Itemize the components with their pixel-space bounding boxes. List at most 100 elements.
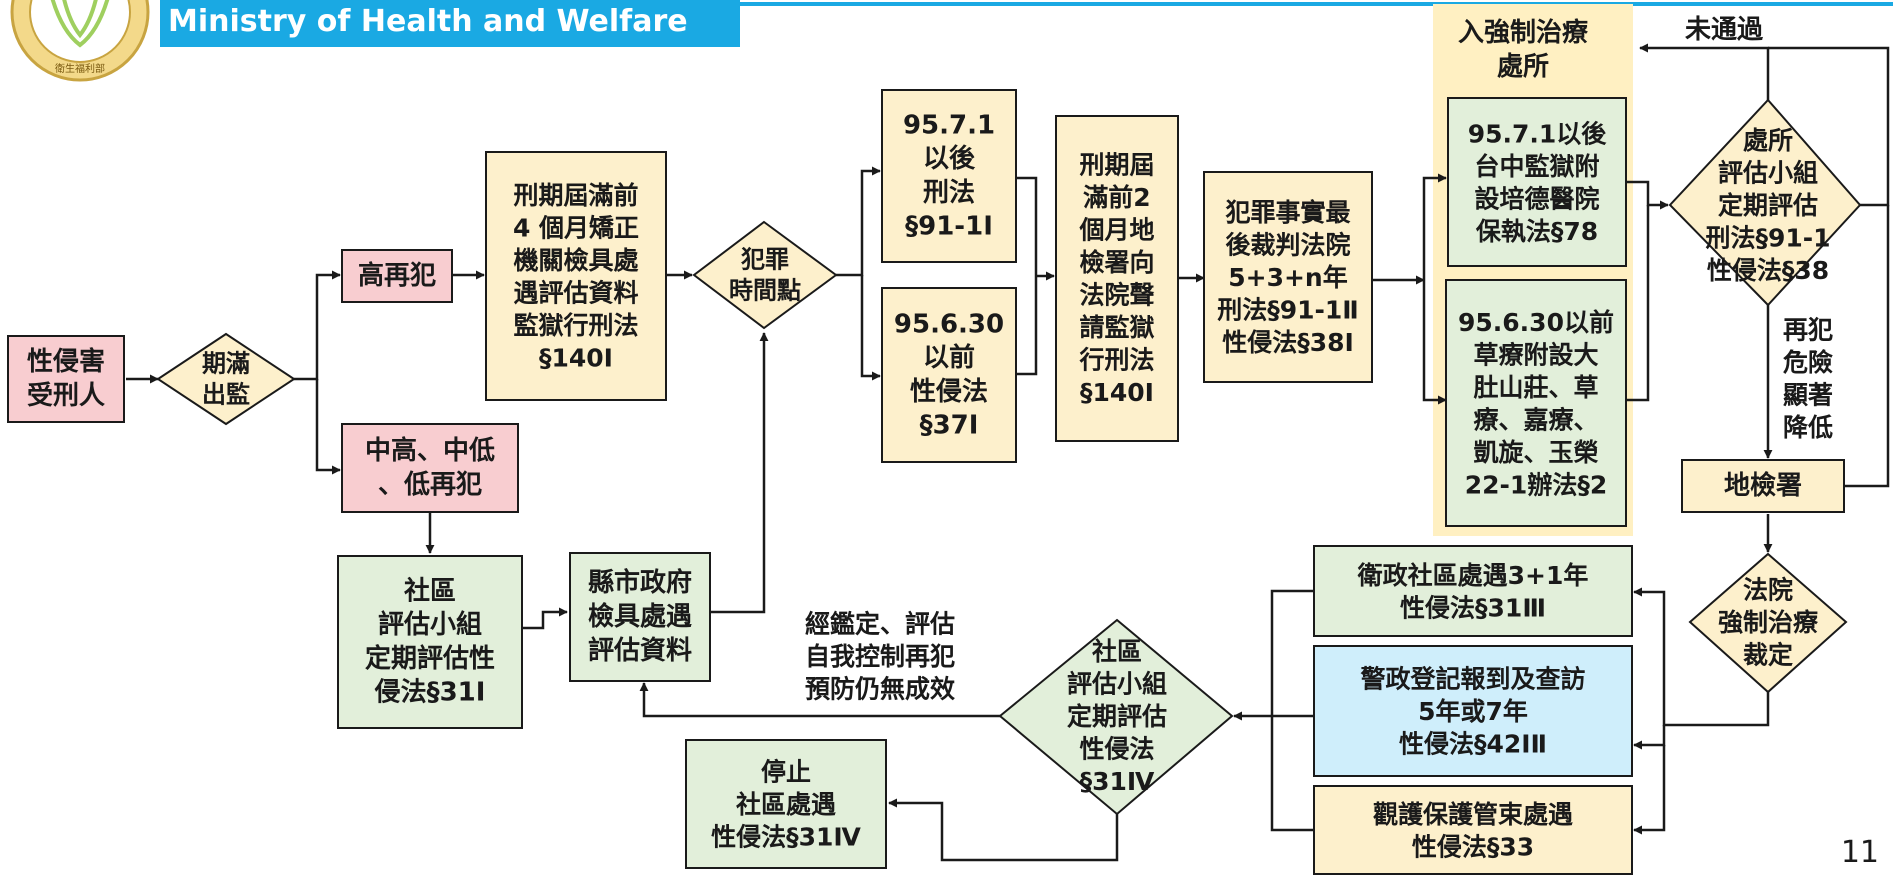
prison-assess-line: 遇評估資料 — [513, 278, 638, 307]
risk-reduced-line: 降低 — [1783, 412, 1833, 441]
svg-text:觀護保護管束處遇性侵法§33: 觀護保護管束處遇性侵法§33 — [1373, 799, 1573, 861]
facility-panel-line: 評估小組 — [1718, 158, 1818, 187]
after-951-line: §91-1Ⅰ — [905, 212, 993, 242]
node-release-decision: 期滿出監 — [156, 332, 296, 426]
prosecutor-petition-line: 滿前2 — [1083, 182, 1150, 211]
facility-title-line: 入強制治療 — [1458, 18, 1589, 48]
ineffective-note-line: 經鑑定、評估 — [805, 609, 955, 638]
header-band — [160, 0, 740, 47]
node-crime-time-decision: 犯罪時間點 — [692, 220, 838, 330]
svg-text:社區評估小組定期評估性侵法§31Ⅰ: 社區評估小組定期評估性侵法§31Ⅰ — [365, 575, 495, 707]
prosecutor-petition-line: §140Ⅰ — [1080, 377, 1154, 406]
taichung-line: 設培德醫院 — [1474, 184, 1599, 213]
health-community-line: 性侵法§31Ⅲ — [1400, 593, 1546, 622]
facility-title-line: 處所 — [1497, 52, 1549, 82]
police-register-line: 性侵法§42ⅠⅡ — [1399, 729, 1547, 758]
prison-assess-line: §140Ⅰ — [539, 343, 613, 372]
community-panel-b-line: 性侵法 — [1079, 734, 1154, 763]
page-number: 11 — [1840, 835, 1879, 870]
caoliao-line: 草療附設大 — [1473, 340, 1598, 369]
svg-text:地檢署: 地檢署 — [1724, 470, 1802, 501]
community-panel-a-line: 社區 — [404, 575, 456, 606]
node-community-panel-b-decision: 社區評估小組定期評估性侵法§31Ⅳ — [998, 618, 1234, 816]
node-facility-title: 入強制治療處所 — [1458, 18, 1589, 82]
prosecutor-petition-line: 請監獄 — [1079, 312, 1154, 341]
final-court-line: 5+3+n年 — [1228, 263, 1347, 292]
stop-community-line: 社區處遇 — [736, 790, 836, 819]
node-taichung: 95.7.1以後台中監獄附設培德醫院保執法§78 — [1447, 97, 1627, 267]
label-ineffective: 經鑑定、評估自我控制再犯預防仍無成效 — [805, 609, 955, 703]
prison-assess-line: 監獄行刑法 — [513, 310, 638, 339]
risk-reduced-line: 顯著 — [1783, 380, 1833, 409]
caoliao-line: 療、嘉療、 — [1473, 405, 1598, 434]
taichung-line: 台中監獄附 — [1474, 151, 1599, 180]
prosecutor-petition-line: 檢署向 — [1079, 247, 1154, 276]
node-high-risk: 高再犯 — [341, 249, 453, 303]
node-district-prosecutor: 地檢署 — [1681, 459, 1845, 513]
final-court-line: 性侵法§38Ⅰ — [1222, 328, 1354, 357]
node-mid-low-risk: 中高、中低、低再犯 — [341, 423, 519, 513]
node-stop-community: 停止社區處遇性侵法§31Ⅳ — [685, 739, 887, 869]
label-not-passed: 未通過 — [1685, 15, 1764, 45]
prosecutor-petition-line: 個月地 — [1078, 215, 1154, 244]
svg-text:未通過: 未通過 — [1685, 15, 1764, 45]
node-offender: 性侵害受刑人 — [7, 335, 125, 423]
release-line: 期滿 — [202, 349, 250, 377]
svg-text:性侵害受刑人: 性侵害受刑人 — [27, 346, 105, 411]
prison-assess-line: 機關檢具處 — [513, 245, 638, 274]
prison-assess-line: 4 個月矯正 — [513, 213, 639, 242]
node-probation: 觀護保護管束處遇性侵法§33 — [1313, 785, 1633, 875]
edges — [126, 43, 1890, 862]
facility-panel-line: 性侵法§38 — [1707, 256, 1829, 285]
facility-panel-line: 刑法§91-1 — [1705, 223, 1830, 252]
ineffective-note-line: 自我控制再犯 — [805, 642, 955, 671]
svg-text:法院強制治療裁定: 法院強制治療裁定 — [1718, 575, 1818, 669]
police-register-line: 警政登記報到及查訪 — [1359, 664, 1585, 693]
svg-text:再犯危險顯著降低: 再犯危險顯著降低 — [1783, 315, 1833, 442]
release-line: 出監 — [202, 381, 250, 409]
after-951-line: 95.7.1 — [903, 110, 995, 140]
ministry-logo: 衛生福利部 — [10, 0, 150, 82]
svg-text:入強制治療處所: 入強制治療處所 — [1458, 18, 1589, 82]
community-panel-a-line: 定期評估性 — [365, 643, 495, 674]
svg-text:95.7.1以後台中監獄附設培德醫院保執法§78: 95.7.1以後台中監獄附設培德醫院保執法§78 — [1468, 119, 1608, 246]
high-risk-line: 高再犯 — [358, 260, 436, 291]
taichung-line: 保執法§78 — [1475, 216, 1598, 245]
probation-line: 觀護保護管束處遇 — [1373, 799, 1573, 828]
caoliao-line: 22-1辦法§2 — [1465, 470, 1607, 499]
county-gov-line: 縣市政府 — [588, 567, 692, 598]
crime-time-line: 時間點 — [729, 277, 801, 305]
node-court-ruling-decision: 法院強制治療裁定 — [1688, 552, 1848, 694]
police-register-line: 5年或7年 — [1418, 697, 1528, 726]
svg-text:經鑑定、評估自我控制再犯預防仍無成效: 經鑑定、評估自我控制再犯預防仍無成效 — [805, 609, 955, 703]
svg-text:中高、中低、低再犯: 中高、中低、低再犯 — [365, 435, 495, 500]
county-gov-line: 評估資料 — [588, 635, 692, 666]
caoliao-line: 肚山莊、草 — [1473, 372, 1598, 401]
final-court-line: 後裁判法院 — [1225, 230, 1350, 259]
svg-text:期滿出監: 期滿出監 — [202, 349, 250, 408]
after-951-line: 以後 — [923, 143, 976, 174]
court-ruling-line: 裁定 — [1743, 640, 1793, 669]
stop-community-line: 停止 — [761, 757, 811, 786]
crime-time-line: 犯罪 — [740, 245, 789, 273]
probation-line: 性侵法§33 — [1412, 832, 1534, 861]
final-court-line: 犯罪事實最 — [1224, 198, 1351, 227]
community-panel-b-line: 評估小組 — [1067, 669, 1167, 698]
label-risk-reduced: 再犯危險顯著降低 — [1783, 315, 1833, 442]
community-panel-b-line: §31Ⅳ — [1080, 767, 1155, 796]
logo-text: 衛生福利部 — [55, 62, 105, 75]
offender-line: 受刑人 — [27, 380, 105, 411]
facility-panel-line: 處所 — [1743, 126, 1793, 155]
risk-reduced-line: 再犯 — [1783, 315, 1833, 344]
caoliao-line: 凱旋、玉榮 — [1473, 437, 1598, 466]
before-9630-line: 以前 — [923, 342, 975, 373]
